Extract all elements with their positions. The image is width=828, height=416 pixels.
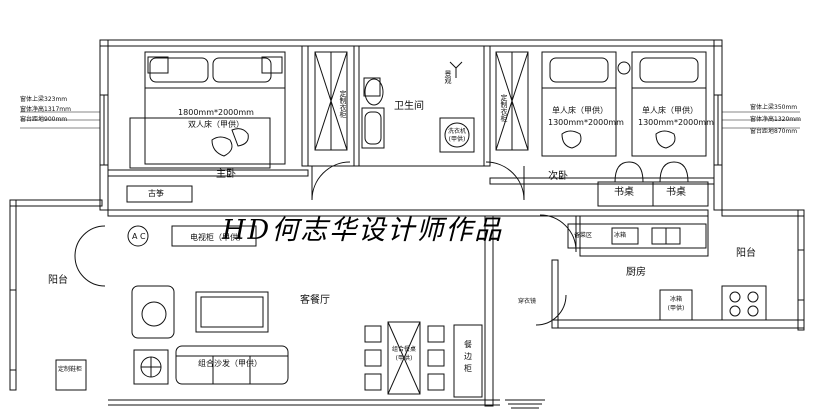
single-bed-2-size: 1300mm*2000mm — [638, 118, 714, 127]
wardrobe-right-label: 定制衣柜 — [500, 94, 508, 122]
tv-cabinet — [171, 225, 257, 247]
wardrobe-left-label: 定制衣柜 — [339, 90, 347, 118]
master-bed — [129, 51, 286, 169]
sofa — [175, 345, 289, 385]
washer-supply: (甲供) — [448, 136, 466, 143]
room-second-label: 次卧 — [548, 171, 568, 182]
washer-label: 洗衣机 — [447, 128, 466, 135]
window-note-right-2: 窗体净高1320mm — [750, 116, 801, 123]
shoe-cabinet-label: 定制鞋柜 — [58, 366, 83, 373]
double-bed-label: 双人床（甲供） — [188, 120, 244, 129]
sideboard-char-3: 柜 — [464, 364, 472, 373]
coffee-table — [195, 291, 269, 333]
designer-watermark: HD何志华设计师作品 — [222, 215, 504, 246]
window-note-left-1: 窗体上梁323mm — [20, 96, 68, 103]
desks — [597, 161, 709, 207]
annotation-leaders — [20, 111, 800, 129]
single-beds — [541, 51, 707, 157]
fridge-label: 冰箱 — [669, 296, 682, 303]
side-table — [133, 349, 169, 385]
room-bath-label: 卫生间 — [394, 101, 424, 112]
single-bed-1-size: 1300mm*2000mm — [548, 118, 624, 127]
desk-1-label: 书桌 — [614, 187, 634, 198]
guzheng-desk — [126, 185, 193, 203]
vent-label: 景观 — [444, 70, 452, 84]
single-bed-2-label: 单人床（甲供） — [642, 106, 698, 115]
entrance-stairs — [505, 399, 545, 409]
kitchen-counter — [567, 223, 707, 249]
dining-set — [364, 321, 445, 395]
window-note-right-3: 窗台距地870mm — [750, 128, 798, 135]
ac-label: A C — [132, 232, 146, 241]
bathroom-fixtures — [361, 61, 475, 153]
window-note-right-1: 窗体上梁350mm — [750, 104, 798, 111]
room-living-label: 客餐厅 — [300, 295, 330, 306]
dressing-label: 穿衣镜 — [518, 298, 537, 305]
doors — [74, 161, 577, 326]
guzheng-label: 古筝 — [148, 189, 164, 198]
master-wardrobe — [314, 51, 348, 151]
small-tag-label: 冰箱 — [614, 232, 627, 239]
sideboard — [453, 324, 483, 398]
fridge — [659, 289, 693, 321]
sideboard-char-2: 边 — [464, 352, 472, 361]
interior-walls — [107, 45, 715, 407]
dining-supply: (甲供) — [395, 355, 413, 362]
sideboard-char-1: 餐 — [464, 340, 472, 349]
double-bed-size: 1800mm*2000mm — [178, 108, 254, 117]
stove — [721, 285, 767, 321]
sofa-label: 组合沙发（甲供） — [198, 359, 262, 368]
counter-label: 备菜区 — [574, 232, 593, 239]
shoe-cabinet — [55, 359, 87, 391]
room-master-label: 主卧 — [216, 169, 236, 180]
window-note-left-3: 窗台距地900mm — [20, 116, 68, 123]
second-wardrobe — [495, 51, 529, 151]
ac-unit — [127, 225, 149, 247]
single-bed-1-label: 单人床（甲供） — [552, 106, 608, 115]
room-balcony-left-label: 阳台 — [48, 275, 68, 286]
room-kitchen-label: 厨房 — [626, 267, 646, 278]
tv-cabinet-label: 电视柜（甲供） — [190, 233, 246, 242]
room-balcony-right-label: 阳台 — [736, 248, 756, 259]
dining-label: 组合餐桌 — [391, 346, 416, 353]
windows — [9, 94, 805, 371]
fridge-supply: (甲供) — [667, 305, 685, 312]
window-note-left-2: 窗体净高1317mm — [20, 106, 71, 113]
armchair — [131, 285, 175, 339]
desk-2-label: 书桌 — [666, 187, 686, 198]
